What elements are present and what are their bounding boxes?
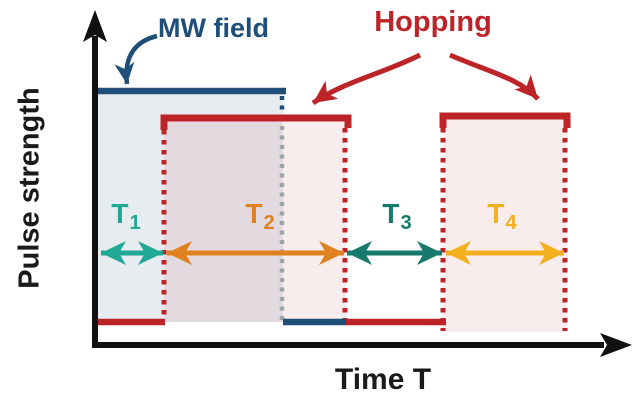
mw-field-region — [95, 94, 283, 322]
hopping-region-1 — [164, 118, 346, 322]
interval-label-t1-base: T — [111, 198, 129, 229]
x-axis — [92, 333, 632, 357]
interval-label-t1-sub: 1 — [129, 212, 141, 235]
interval-label-t4-sub: 4 — [505, 212, 517, 235]
y-axis — [83, 10, 107, 348]
interval-label-t1: T1 — [111, 198, 140, 235]
interval-label-t3: T3 — [382, 198, 411, 235]
interval-label-t2-sub: 2 — [263, 212, 275, 235]
hopping-label: Hopping — [374, 6, 492, 38]
hopping-region-2 — [443, 116, 567, 332]
mw-field-trace — [95, 87, 346, 326]
interval-label-t2-base: T — [245, 198, 263, 229]
interval-label-t4: T4 — [487, 198, 516, 235]
hopping-trace — [92, 112, 571, 326]
interval-label-t2: T2 — [245, 198, 274, 235]
y-axis-label: Pulse strength — [13, 87, 46, 289]
mw-field-label: MW field — [158, 13, 269, 43]
boundary-dotted-lines — [161, 96, 568, 331]
interval-label-t4-base: T — [487, 198, 505, 229]
interval-label-t3-base: T — [382, 198, 400, 229]
x-axis-label: Time T — [334, 363, 432, 396]
hopping-pointer-arrows — [311, 52, 540, 106]
interval-label-t3-sub: 3 — [400, 212, 412, 235]
mw-field-pointer-arrow — [114, 33, 158, 85]
